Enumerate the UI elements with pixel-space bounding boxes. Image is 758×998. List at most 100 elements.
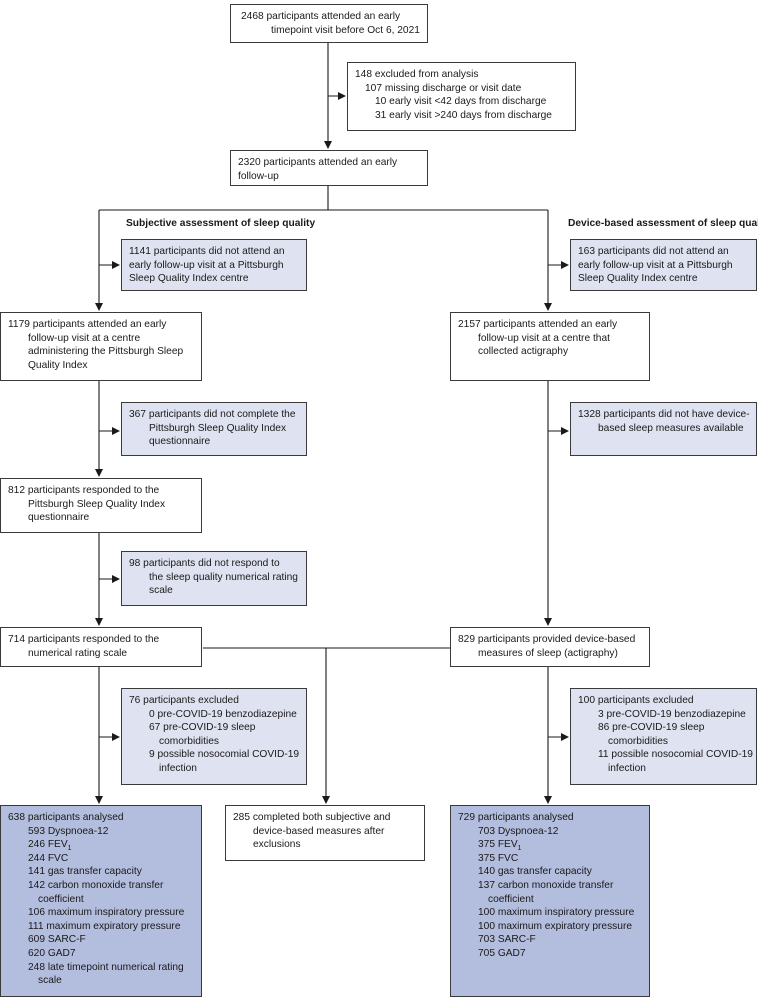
both-completed-box: 285 completed both subjective and device… bbox=[225, 805, 425, 861]
right-acti-centre-line-2: follow-up visit at a centre that bbox=[478, 332, 610, 344]
early-followup-line-2: follow-up bbox=[238, 170, 279, 182]
left-excluded-line-5: 9 possible nosocomial COVID-19 bbox=[149, 749, 300, 761]
left-fev-label: 246 FEV bbox=[28, 839, 68, 851]
top-box: 2468 participants attended an early time… bbox=[230, 4, 428, 43]
left-no-nrs-line-1: 98 participants did not respond to bbox=[129, 558, 280, 569]
left-psqi-responded-line-3: questionnaire bbox=[28, 512, 90, 524]
top-line-1: 2468 participants attended an early bbox=[241, 11, 401, 22]
excluded-top-box: 148 excluded from analysis 107 missing d… bbox=[347, 62, 576, 131]
right-analysed-item: 100 maximum expiratory pressure bbox=[478, 920, 633, 932]
left-excluded-box: 76 participants excluded 0 pre-COVID-19 … bbox=[121, 688, 307, 785]
right-excluded-line-1: 100 participants excluded bbox=[578, 695, 694, 706]
left-excluded-line-1: 76 participants excluded bbox=[129, 695, 239, 706]
left-psqi-centre-line-2: follow-up visit at a centre bbox=[28, 332, 141, 344]
right-excluded-line-4: comorbidities bbox=[608, 735, 669, 747]
left-psqi-centre-line-4: Quality Index bbox=[28, 359, 88, 371]
right-analysed-item-fev: 375 FEV1 bbox=[458, 838, 642, 852]
left-analysed-item: 142 carbon monoxide transfer bbox=[28, 879, 164, 891]
left-no-psqi-complete-box: 367 participants did not complete the Pi… bbox=[121, 402, 307, 456]
right-analysed-item: 100 maximum inspiratory pressure bbox=[478, 907, 635, 919]
right-analysed-item: 705 GAD7 bbox=[478, 947, 526, 959]
right-excluded-line-3: 86 pre-COVID-19 sleep bbox=[598, 722, 705, 734]
right-fev-label: 375 FEV bbox=[478, 839, 518, 851]
left-analysed-item: 244 FVC bbox=[28, 852, 69, 864]
left-no-nrs-line-2: the sleep quality numerical rating bbox=[149, 571, 298, 583]
left-analysed-item: 111 maximum expiratory pressure bbox=[28, 920, 181, 932]
left-no-psqi-centre-line-3: Sleep Quality Index centre bbox=[129, 273, 249, 285]
right-analysed-item: 375 FVC bbox=[478, 852, 519, 864]
left-analysed-item: scale bbox=[38, 975, 62, 987]
right-analysed-item: 137 carbon monoxide transfer bbox=[478, 879, 614, 891]
left-nrs-responded-line-2: numerical rating scale bbox=[28, 647, 128, 659]
right-no-device-line-2: based sleep measures available bbox=[598, 422, 744, 434]
left-nrs-responded-box: 714 participants responded to the numeri… bbox=[0, 627, 202, 667]
right-excluded-line-5: 11 possible nosocomial COVID-19 bbox=[598, 749, 753, 761]
left-excluded-line-2: 0 pre-COVID-19 benzodiazepine bbox=[149, 708, 297, 720]
left-psqi-centre-line-1: 1179 participants attended an early bbox=[8, 319, 167, 330]
left-no-psqi-complete-line-1: 367 participants did not complete the bbox=[129, 409, 296, 420]
left-analysed-item-fev: 246 FEV1 bbox=[8, 838, 194, 852]
right-no-device-line-1: 1328 participants did not have device- bbox=[578, 409, 750, 420]
left-analysed-item: 248 late timepoint numerical rating bbox=[28, 961, 184, 973]
right-analysed-item: 140 gas transfer capacity bbox=[478, 866, 592, 878]
left-psqi-responded-line-1: 812 participants responded to the bbox=[8, 485, 160, 496]
left-no-psqi-centre-line-2: early follow-up visit at a Pittsburgh bbox=[129, 259, 284, 271]
left-no-nrs-line-3: scale bbox=[149, 585, 173, 597]
left-analysed-item: 593 Dyspnoea-12 bbox=[28, 825, 109, 837]
left-psqi-centre-box: 1179 participants attended an early foll… bbox=[0, 312, 202, 381]
device-header: Device-based assessment of sleep quality bbox=[568, 218, 758, 229]
right-acti-centre-box: 2157 participants attended an early foll… bbox=[450, 312, 650, 381]
left-psqi-responded-box: 812 participants responded to the Pittsb… bbox=[0, 478, 202, 533]
left-analysed-item: 609 SARC-F bbox=[28, 934, 86, 946]
left-analysed-title: 638 participants analysed bbox=[8, 812, 124, 823]
left-analysed-box: 638 participants analysed 593 Dyspnoea-1… bbox=[0, 805, 202, 997]
right-no-device-box: 1328 participants did not have device- b… bbox=[570, 402, 757, 456]
left-no-nrs-box: 98 participants did not respond to the s… bbox=[121, 551, 307, 606]
right-excluded-line-6: infection bbox=[608, 762, 646, 774]
excluded-top-line-1: 148 excluded from analysis bbox=[355, 69, 479, 80]
right-excluded-line-2: 3 pre-COVID-19 benzodiazepine bbox=[598, 708, 746, 720]
left-no-psqi-centre-line-1: 1141 participants did not attend an bbox=[129, 246, 285, 257]
left-no-psqi-centre-box: 1141 participants did not attend an earl… bbox=[121, 239, 307, 291]
left-psqi-centre-line-3: administering the Pittsburgh Sleep bbox=[28, 346, 184, 358]
right-device-provided-line-1: 829 participants provided device-based bbox=[458, 634, 636, 645]
right-no-acti-centre-box: 163 participants did not attend an early… bbox=[570, 239, 757, 291]
left-analysed-item: 106 maximum inspiratory pressure bbox=[28, 907, 185, 919]
right-acti-centre-line-3: collected actigraphy bbox=[478, 346, 569, 358]
right-no-acti-centre-line-2: early follow-up visit at a Pittsburgh bbox=[578, 259, 733, 271]
subjective-header: Subjective assessment of sleep quality bbox=[126, 218, 316, 229]
right-device-provided-line-2: measures of sleep (actigraphy) bbox=[478, 647, 618, 659]
right-analysed-title: 729 participants analysed bbox=[458, 812, 574, 823]
excluded-top-line-3: 10 early visit <42 days from discharge bbox=[375, 96, 547, 108]
excluded-top-line-4: 31 early visit >240 days from discharge bbox=[375, 109, 552, 121]
right-analysed-item: coefficient bbox=[488, 893, 534, 905]
left-no-psqi-complete-line-3: questionnaire bbox=[149, 436, 211, 448]
left-excluded-line-4: comorbidities bbox=[159, 735, 220, 747]
left-no-psqi-complete-line-2: Pittsburgh Sleep Quality Index bbox=[149, 422, 287, 434]
left-excluded-line-6: infection bbox=[159, 762, 197, 774]
left-analysed-item: 141 gas transfer capacity bbox=[28, 866, 142, 878]
both-line-1: 285 completed both subjective and bbox=[233, 812, 391, 823]
both-line-3: exclusions bbox=[253, 839, 301, 851]
early-followup-line-1: 2320 participants attended an early bbox=[238, 157, 398, 168]
top-line-2: timepoint visit before Oct 6, 2021 bbox=[271, 24, 420, 36]
right-analysed-item: 703 SARC-F bbox=[478, 934, 536, 946]
left-excluded-line-3: 67 pre-COVID-19 sleep bbox=[149, 722, 256, 734]
right-analysed-box: 729 participants analysed 703 Dyspnoea-1… bbox=[450, 805, 650, 997]
right-excluded-box: 100 participants excluded 3 pre-COVID-19… bbox=[570, 688, 757, 785]
left-fev-subscript: 1 bbox=[67, 845, 72, 853]
left-nrs-responded-line-1: 714 participants responded to the bbox=[8, 634, 160, 645]
right-device-provided-box: 829 participants provided device-based m… bbox=[450, 627, 650, 667]
early-followup-box: 2320 participants attended an early foll… bbox=[230, 150, 428, 186]
right-no-acti-centre-line-3: Sleep Quality Index centre bbox=[578, 273, 698, 285]
right-no-acti-centre-line-1: 163 participants did not attend an bbox=[578, 246, 729, 257]
excluded-top-line-2: 107 missing discharge or visit date bbox=[365, 82, 522, 94]
right-acti-centre-line-1: 2157 participants attended an early bbox=[458, 319, 618, 330]
left-psqi-responded-line-2: Pittsburgh Sleep Quality Index bbox=[28, 498, 166, 510]
right-analysed-item: 703 Dyspnoea-12 bbox=[478, 825, 559, 837]
right-fev-subscript: 1 bbox=[517, 845, 522, 853]
both-line-2: device-based measures after bbox=[253, 825, 385, 837]
left-analysed-item: coefficient bbox=[38, 893, 84, 905]
left-analysed-item: 620 GAD7 bbox=[28, 947, 76, 959]
